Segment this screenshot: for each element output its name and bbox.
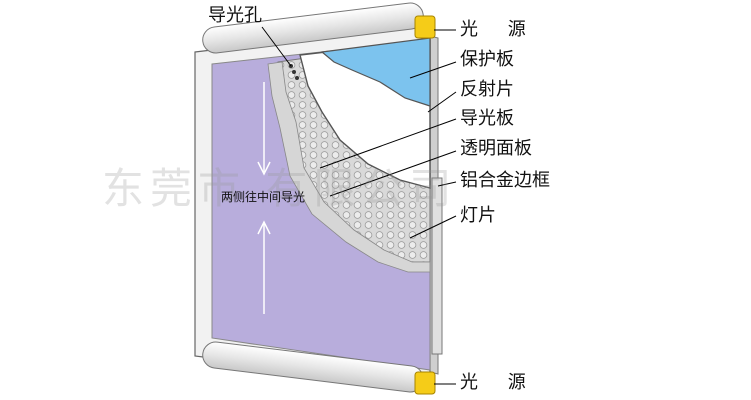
label-reflector: 反射片 [460, 79, 514, 100]
label-aluminum-frame: 铝合金边框 [460, 170, 550, 191]
label-protective-board: 保护板 [460, 49, 514, 70]
light-tube-bottom-cap [414, 371, 436, 395]
leader-transparent-panel [329, 150, 457, 197]
label-light-guide-plate: 导光板 [460, 108, 514, 129]
watermark: 东莞市 有限公司 [102, 164, 458, 213]
guide-arrow-up [257, 220, 271, 314]
leader-aluminum-frame [437, 181, 457, 187]
label-lamp-sheet: 灯片 [460, 205, 496, 226]
guide-direction-note: 两侧往中间导光 [221, 190, 306, 204]
guide-arrow-down [257, 82, 271, 176]
light-guide-hole [295, 76, 299, 80]
leader-light-guide-plate [319, 118, 457, 169]
reflector-sheet [267, 61, 431, 273]
light-guide-hole [292, 70, 296, 74]
label-transparent-panel: 透明面板 [460, 138, 532, 159]
label-light-source-bottom: 光 源 [460, 372, 538, 393]
light-tube-top [202, 2, 424, 54]
leader-lamp-sheet [409, 215, 457, 239]
leader-light-hole [261, 26, 292, 67]
light-tube-top-cap [414, 15, 436, 39]
leader-protective-board [409, 61, 457, 79]
label-light-guide-hole: 导光孔 [208, 5, 262, 26]
label-light-source-top: 光 源 [460, 19, 538, 40]
leader-reflector [427, 91, 457, 113]
protective-board [320, 37, 431, 107]
aluminum-frame-rail [431, 177, 443, 355]
